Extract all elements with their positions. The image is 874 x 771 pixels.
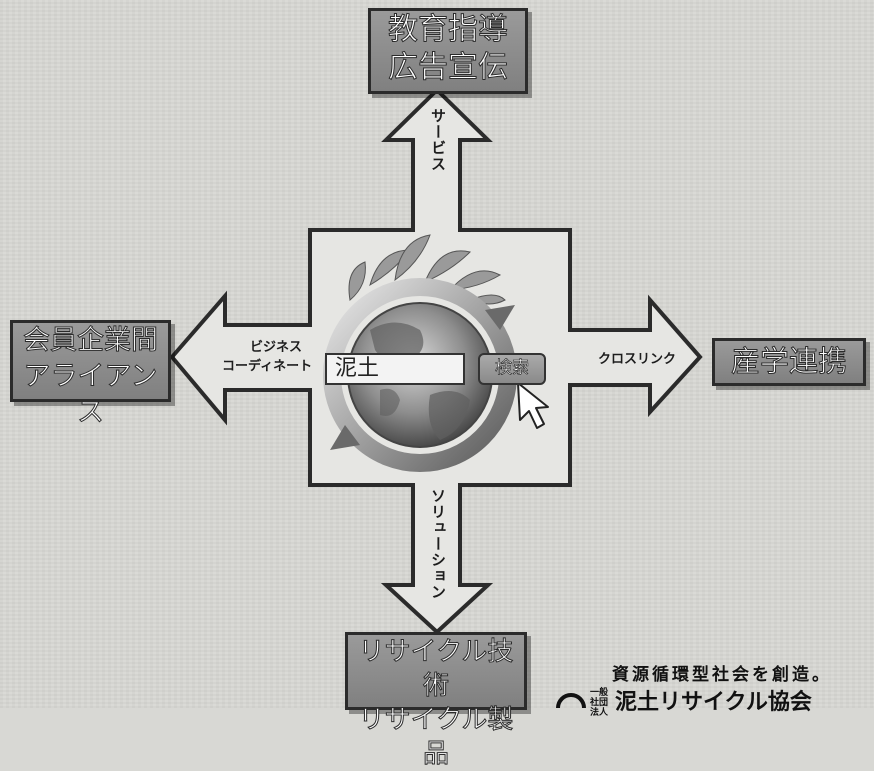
org-name: 泥土リサイクル協会 [615,690,812,715]
leaves-decoration [348,234,506,305]
association-logo-icon [556,693,586,708]
business-coordinate-label: ビジネス コーディネート [222,338,312,376]
top-box-line2: 広告宣伝 [388,50,509,86]
recycling-tech-products-box: リサイクル技術 リサイクル製品 [345,632,527,770]
bottom-box-line2: リサイクル製品 [358,705,514,770]
org-prefix: 一般社団法人 [590,688,609,718]
member-alliance-box: 会員企業間 アライアンス [10,320,171,429]
search-input[interactable]: 泥土 [325,353,465,385]
cursor-pointer-icon [517,382,549,429]
right-box-label: 産学連携 [730,344,847,379]
industry-academia-box: 産学連携 [712,338,866,386]
business-label-line2: コーディネート [222,359,313,374]
top-box-line1: 教育指導 [388,12,509,48]
bottom-box-line1: リサイクル技術 [358,637,514,702]
business-label-line1: ビジネス [250,340,303,355]
slogan-text: 資源循環型社会を創造。 [612,665,832,685]
left-box-line1: 会員企業間 [23,325,159,357]
crosslink-arrow-label: クロスリンク [598,352,677,367]
search-button[interactable]: 検索 [478,353,546,385]
service-arrow-label: サービス [429,108,447,172]
education-advertising-box: 教育指導 広告宣伝 [368,8,528,94]
solution-arrow-label: ソリューション [429,488,447,600]
left-box-line2: アライアンス [23,361,158,429]
